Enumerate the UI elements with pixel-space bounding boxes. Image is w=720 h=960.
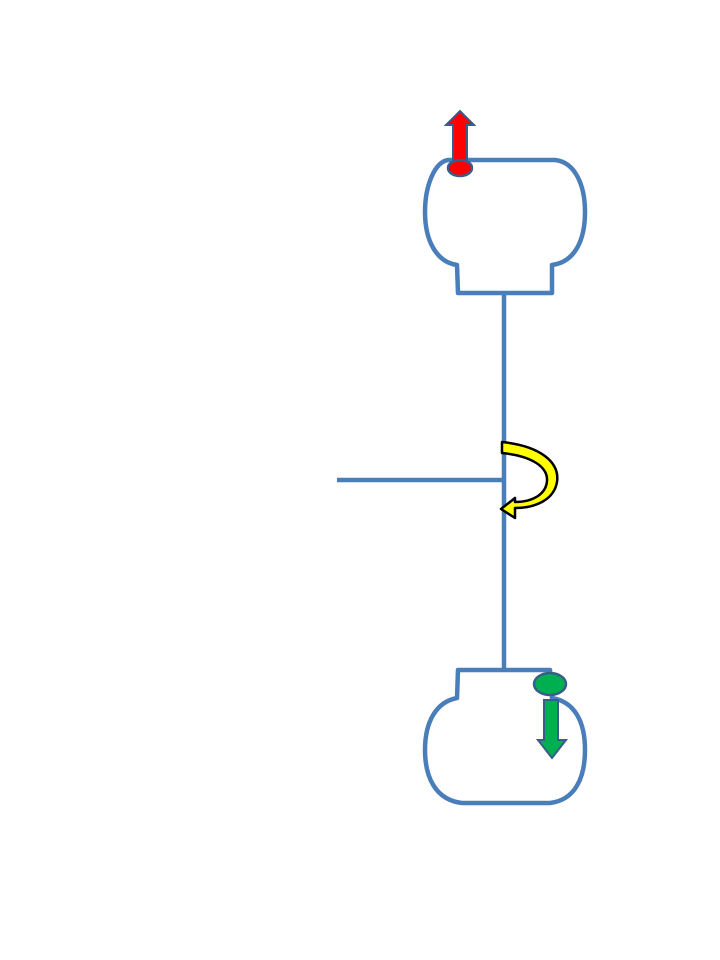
down-arrow-icon (532, 671, 569, 760)
bottom-body-shape (422, 667, 588, 806)
top-body-shape (422, 157, 588, 296)
rotation-arrow-icon (499, 440, 559, 520)
up-arrow-icon (443, 109, 477, 178)
